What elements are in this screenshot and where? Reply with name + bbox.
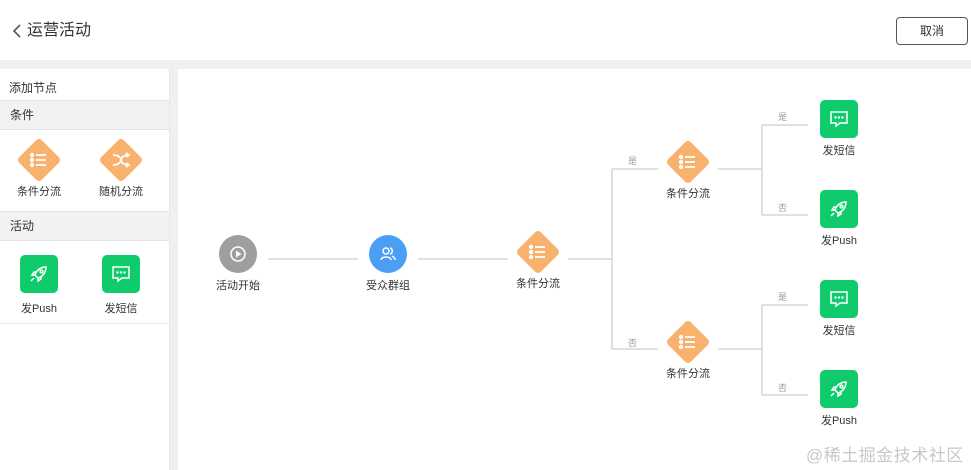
flow-node-label: 条件分流 — [666, 188, 710, 200]
flow-node-label: 活动开始 — [216, 280, 260, 292]
cancel-button[interactable]: 取消 — [896, 17, 968, 45]
rocket-icon — [820, 190, 858, 228]
palette-item-send-sms[interactable]: 发短信 — [86, 255, 156, 317]
palette-item-random-split[interactable]: 随机分流 — [86, 137, 156, 199]
list-icon — [515, 229, 561, 275]
list-icon — [16, 137, 62, 183]
palette-item-send-push[interactable]: 发Push — [4, 255, 74, 317]
flow-node-send-sms[interactable]: 发短信 — [820, 100, 858, 157]
edge-label-yes: 是 — [628, 156, 638, 166]
edge-label-no: 否 — [778, 383, 788, 393]
message-icon — [820, 100, 858, 138]
palette-item-label: 条件分流 — [17, 186, 61, 198]
watermark: @稀土掘金技术社区 — [806, 446, 964, 465]
sidebar-divider — [0, 323, 169, 324]
palette-item-label: 随机分流 — [99, 186, 143, 198]
flow-node-start[interactable]: 活动开始 — [216, 235, 260, 292]
flow-canvas[interactable]: 是 否 是 否 是 否 活动开始 受众群组 条件分流 — [178, 69, 971, 470]
header-divider — [0, 60, 971, 69]
edge-label-no: 否 — [778, 203, 788, 213]
section-header-activity: 活动 — [0, 211, 169, 241]
edge-label-yes: 是 — [778, 292, 788, 302]
flow-node-label: 发短信 — [822, 325, 856, 337]
flow-node-audience[interactable]: 受众群组 — [366, 235, 410, 292]
message-icon — [820, 280, 858, 318]
flow-node-label: 发Push — [820, 415, 858, 427]
flow-node-send-push[interactable]: 发Push — [820, 190, 858, 247]
flow-node-condition-split[interactable]: 条件分流 — [665, 319, 711, 380]
page-header: 运营活动 取消 — [0, 0, 971, 60]
play-icon — [219, 235, 257, 273]
rocket-icon — [20, 255, 58, 293]
edge-label-yes: 是 — [778, 112, 788, 122]
list-icon — [665, 139, 711, 185]
palette-item-label: 发Push — [20, 303, 58, 315]
node-palette-sidebar: 添加节点 条件 条件分流 随机分流 活动 发Push — [0, 69, 170, 470]
flow-node-label: 发Push — [820, 235, 858, 247]
flow-node-send-push[interactable]: 发Push — [820, 370, 858, 427]
flow-node-condition-split[interactable]: 条件分流 — [665, 139, 711, 200]
flow-connectors — [268, 124, 808, 396]
back-icon[interactable] — [10, 22, 24, 40]
canvas-divider — [170, 69, 178, 470]
flow-node-send-sms[interactable]: 发短信 — [820, 280, 858, 337]
edge-label-no: 否 — [628, 338, 638, 348]
message-icon — [102, 255, 140, 293]
palette-item-condition-split[interactable]: 条件分流 — [4, 137, 74, 199]
users-icon — [369, 235, 407, 273]
palette-item-label: 发短信 — [104, 303, 138, 315]
rocket-icon — [820, 370, 858, 408]
flow-node-condition-split[interactable]: 条件分流 — [515, 229, 561, 290]
flow-node-label: 发短信 — [822, 145, 856, 157]
shuffle-icon — [98, 137, 144, 183]
flow-node-label: 条件分流 — [666, 368, 710, 380]
page-title: 运营活动 — [27, 22, 92, 39]
list-icon — [665, 319, 711, 365]
flow-node-label: 受众群组 — [366, 280, 410, 292]
section-header-condition: 条件 — [0, 100, 169, 130]
flow-node-label: 条件分流 — [516, 278, 560, 290]
sidebar-title: 添加节点 — [9, 81, 58, 95]
